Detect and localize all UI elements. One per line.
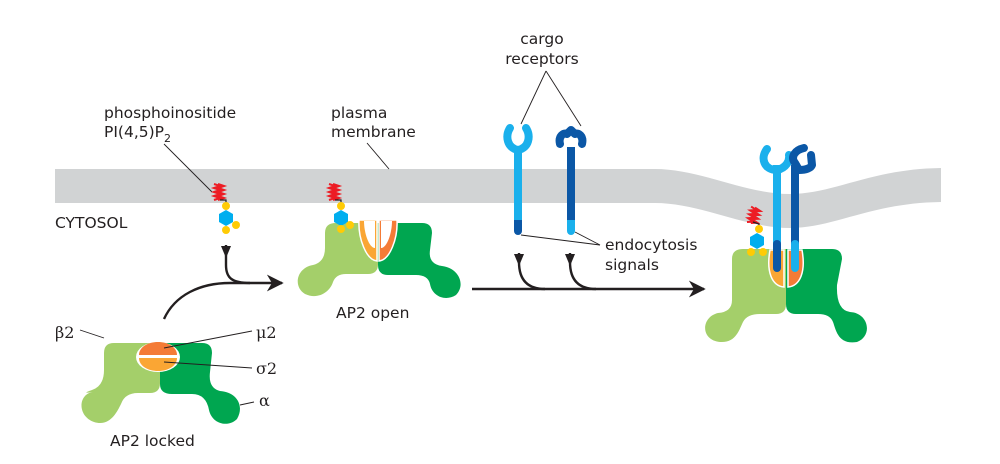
phosphate-icon — [747, 248, 755, 256]
pip2-bound-right — [746, 205, 767, 256]
receptor-stalk — [514, 147, 522, 220]
bound-receptor-dark — [789, 144, 816, 272]
sigma2-subunit — [139, 358, 177, 371]
endocytosis-signals-label-line1: endocytosis — [605, 236, 697, 254]
pip2-free — [213, 183, 240, 234]
plasma-membrane-label-line2: membrane — [331, 123, 416, 141]
bound-receptor-light — [759, 145, 794, 272]
cargo-receptor-light — [503, 124, 533, 235]
endocytosis-signals-label-line2: signals — [605, 256, 659, 274]
phosphate-icon — [337, 202, 345, 210]
alpha-subunit — [378, 223, 461, 298]
pip2-bound-open — [328, 183, 354, 233]
cargo-receptor-dark — [555, 126, 587, 235]
phosphate-icon — [346, 221, 354, 229]
receptor-stalk — [567, 147, 575, 220]
sigma2-leader-line — [163, 361, 253, 369]
cargo-receptors-label-line1: cargo — [520, 30, 563, 48]
sigma2-label: σ2 — [256, 359, 277, 378]
cargo-receptors-label-line2: receptors — [505, 50, 578, 68]
phosphate-icon — [337, 225, 345, 233]
receptor-head-icon — [759, 145, 794, 175]
receptor-stalk — [791, 165, 799, 245]
phosphate-icon — [755, 225, 763, 233]
beta2-subunit — [705, 249, 786, 343]
mu2-leader-line — [163, 330, 253, 349]
mu2-label: μ2 — [256, 323, 277, 342]
cytosol-label: CYTOSOL — [55, 214, 128, 232]
beta2-subunit — [297, 223, 378, 297]
endocytosis-signals-label: endocytosis signals — [520, 231, 697, 274]
arrowhead-down — [514, 254, 524, 266]
alpha-subunit — [786, 249, 867, 343]
alpha-leader-line — [239, 401, 255, 406]
ap2-locked-label: AP2 locked — [110, 432, 195, 450]
arrowhead-down — [565, 254, 575, 266]
receptor-head-icon — [555, 126, 587, 148]
sigma2-pocket — [364, 221, 375, 248]
beta2-label: β2 — [55, 323, 74, 342]
plasma-membrane — [55, 168, 941, 228]
receptor-stalk — [773, 165, 781, 245]
ap2-open-label: AP2 open — [336, 304, 409, 322]
inositol-headgroup-icon — [334, 210, 348, 226]
ap2-open-complex: AP2 open — [297, 219, 461, 322]
phosphate-icon — [222, 202, 230, 210]
phosphate-icon — [759, 248, 767, 256]
phosphate-icon — [222, 226, 230, 234]
arrow-locked-to-open — [162, 274, 284, 320]
phosphoinositide-label-line1: phosphoinositide — [104, 104, 236, 122]
arrowhead-down — [221, 246, 231, 258]
cargo-receptors-label: cargo receptors — [505, 30, 582, 127]
mu2-pocket — [381, 221, 392, 248]
plasma-membrane-label-line1: plasma — [331, 104, 387, 122]
plasma-membrane-label: plasma membrane — [331, 104, 416, 170]
endocytosis-leader-line-1 — [520, 234, 601, 246]
inositol-headgroup-icon — [750, 233, 764, 249]
phosphoinositide-leader-line — [163, 143, 213, 193]
alpha-label: α — [259, 391, 270, 410]
cargo-receptor-leader-line-1 — [520, 70, 547, 125]
endocytosis-signal-light — [791, 240, 799, 272]
receptor-head-icon — [503, 124, 533, 155]
arrow-receptor1-merge — [517, 253, 546, 291]
receptor-head-icon — [789, 144, 816, 174]
plasma-membrane-leader-line — [366, 142, 390, 170]
ap2-bound-complex — [705, 249, 867, 343]
pip2-label: PI(4,5)P2 — [104, 123, 171, 145]
endocytosis-leader-line-2 — [574, 231, 601, 246]
cargo-receptor-leader-line-2 — [545, 70, 582, 127]
ap2-locked-complex: β2 μ2 σ2 α AP2 locked — [55, 323, 277, 450]
mu2-subunit — [139, 342, 177, 355]
phosphate-icon — [232, 221, 240, 229]
arrow-pip2-to-open — [224, 245, 251, 285]
inositol-headgroup-icon — [219, 210, 233, 226]
arrow-receptor2-merge — [568, 253, 597, 291]
endocytosis-signal-dark — [773, 240, 781, 272]
phosphoinositide-label: phosphoinositide PI(4,5)P2 — [104, 104, 236, 193]
beta2-leader-line — [79, 329, 105, 339]
